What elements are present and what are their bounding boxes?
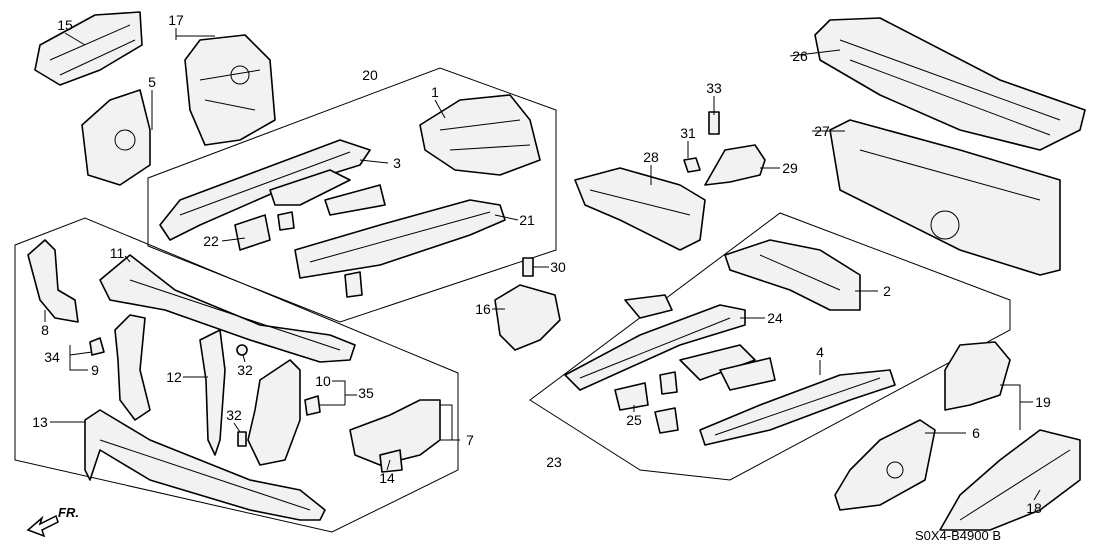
part-27 xyxy=(829,119,1061,276)
callout-11: 11 xyxy=(109,245,125,261)
callout-10: 10 xyxy=(315,373,331,389)
part-29 xyxy=(704,144,766,186)
callout-35: 35 xyxy=(358,385,374,401)
front-direction-label: FR. xyxy=(58,505,79,520)
callout-20: 20 xyxy=(362,67,378,83)
part-9 xyxy=(114,314,151,421)
part-small-brackets-left xyxy=(89,337,321,447)
part-19 xyxy=(944,341,1011,411)
part-2 xyxy=(724,239,861,311)
callout-17: 17 xyxy=(168,12,184,28)
callout-32-lower: 32 xyxy=(226,407,242,423)
part-8 xyxy=(27,239,79,323)
callout-27: 27 xyxy=(814,123,830,139)
part-4 xyxy=(699,369,896,446)
part-6 xyxy=(834,419,936,511)
part-small-plates xyxy=(234,169,386,251)
callout-24: 24 xyxy=(767,310,783,326)
callout-9: 9 xyxy=(91,362,99,378)
callout-15: 15 xyxy=(57,17,73,33)
callout-32-upper: 32 xyxy=(237,362,253,378)
part-13 xyxy=(84,409,326,521)
callout-22: 22 xyxy=(203,233,219,249)
leader-lines xyxy=(44,28,1041,501)
callout-7: 7 xyxy=(466,432,474,448)
callout-29: 29 xyxy=(782,160,798,176)
part-11 xyxy=(99,254,356,363)
part-15 xyxy=(34,11,143,86)
callout-19: 19 xyxy=(1035,394,1051,410)
part-16 xyxy=(494,284,561,351)
part-24 xyxy=(564,304,746,391)
part-1 xyxy=(419,94,541,176)
callout-1: 1 xyxy=(431,84,439,100)
group-outline-23 xyxy=(529,212,1011,481)
callout-5: 5 xyxy=(148,74,156,90)
part-3 xyxy=(159,139,371,241)
part-28 xyxy=(574,167,706,251)
callout-2: 2 xyxy=(883,283,891,299)
part-5 xyxy=(81,89,151,186)
callout-33: 33 xyxy=(706,80,722,96)
callout-26: 26 xyxy=(792,48,808,64)
callout-23: 23 xyxy=(546,454,562,470)
part-10 xyxy=(247,359,301,466)
callout-14: 14 xyxy=(379,470,395,486)
callout-6: 6 xyxy=(972,425,980,441)
part-21 xyxy=(294,199,506,298)
group-outline-20 xyxy=(147,67,557,323)
drawing-code: S0X4-B4900 B xyxy=(915,528,1002,543)
callout-13: 13 xyxy=(32,414,48,430)
part-23-plates xyxy=(614,294,776,434)
part-7-14 xyxy=(349,399,441,473)
callout-21: 21 xyxy=(519,212,535,228)
callout-12: 12 xyxy=(166,369,182,385)
callout-8: 8 xyxy=(41,322,49,338)
part-26 xyxy=(814,17,1086,151)
callout-16: 16 xyxy=(475,301,491,317)
part-12 xyxy=(199,329,226,456)
group-outline-left xyxy=(14,217,459,533)
callout-4: 4 xyxy=(816,344,824,360)
front-direction-arrow xyxy=(26,514,59,538)
callout-28: 28 xyxy=(643,149,659,165)
callout-18: 18 xyxy=(1026,500,1042,516)
callout-25: 25 xyxy=(626,412,642,428)
part-18 xyxy=(939,429,1081,531)
callout-31: 31 xyxy=(680,125,696,141)
callout-3: 3 xyxy=(393,155,401,171)
callout-30: 30 xyxy=(550,259,566,275)
part-17 xyxy=(184,34,276,146)
callout-34: 34 xyxy=(44,349,60,365)
